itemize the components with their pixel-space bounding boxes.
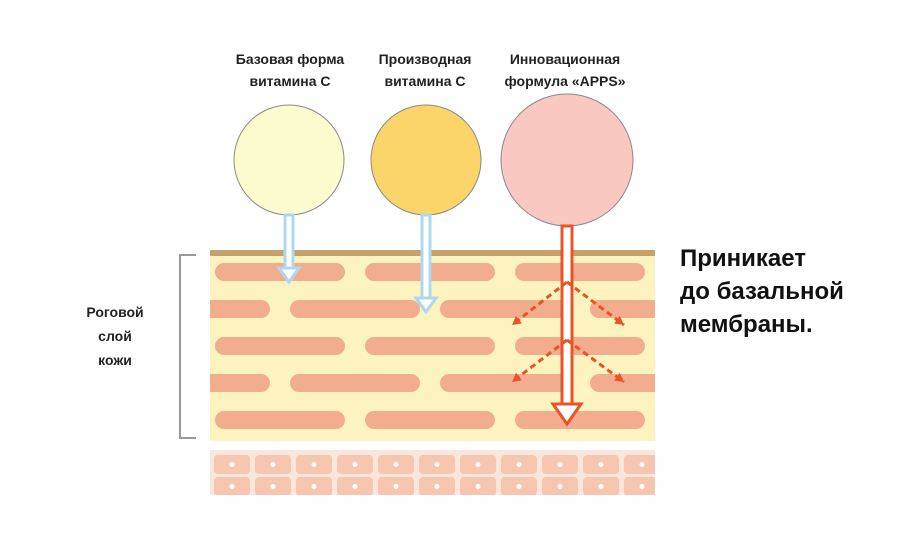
corneocyte (215, 337, 345, 355)
base-vitamin-c-arrow (276, 213, 302, 285)
penetration-result-text: Приникает до базальной мембраны. (680, 245, 844, 338)
corneocyte (590, 374, 655, 392)
corneocyte (665, 337, 795, 355)
corneocyte (515, 263, 645, 281)
corneocyte (210, 300, 270, 318)
cell-nucleus (352, 484, 358, 489)
corneocyte (215, 411, 345, 429)
cell-nucleus (229, 462, 235, 467)
corneocyte (665, 411, 795, 429)
diffusion-arrow-line (566, 338, 625, 384)
apps-penetration-arrow (550, 224, 584, 427)
cell-nucleus (434, 484, 440, 489)
corneocyte (365, 337, 495, 355)
cell-nucleus (516, 462, 522, 467)
corneocyte (290, 300, 420, 318)
corneocyte (665, 263, 795, 281)
diffusion-arrow-head (614, 372, 624, 382)
cell-nucleus (311, 462, 317, 467)
cell-nucleus (434, 462, 440, 467)
cell-nucleus (557, 484, 563, 489)
cell-nucleus (393, 462, 399, 467)
cell-nucleus (393, 484, 399, 489)
base-vitamin-c-circle (233, 104, 345, 216)
cell-nucleus (598, 462, 604, 467)
vitamin-c-derivative-arrow (413, 213, 439, 315)
cell-nucleus (598, 484, 604, 489)
living-cells (214, 455, 655, 495)
corneocyte (365, 411, 495, 429)
diffusion-arrow-line (511, 338, 568, 384)
cell-nucleus (475, 462, 481, 467)
diffusion-arrow-line (511, 280, 568, 327)
corneocyte (210, 374, 270, 392)
cell-nucleus (557, 462, 563, 467)
stratum-corneum-label: Роговой слой кожи (86, 304, 144, 368)
cell-nucleus (352, 462, 358, 467)
cell-nucleus (270, 462, 276, 467)
diffusion-arrow-head (614, 315, 624, 325)
skin-surface-line (210, 250, 655, 256)
corneocyte (515, 411, 645, 429)
corneocyte (290, 374, 420, 392)
corneocyte (215, 263, 345, 281)
corneocyte-rows (210, 263, 795, 429)
cell-nucleus (270, 484, 276, 489)
corneocyte (515, 337, 645, 355)
cell-nucleus (229, 484, 235, 489)
cell-nucleus (311, 484, 317, 489)
corneocyte (440, 300, 570, 318)
skin-layers (210, 250, 795, 495)
diffusion-arrow-head (512, 315, 522, 325)
apps-formula-circle (500, 93, 634, 227)
stratum-corneum-bracket (179, 254, 196, 439)
apps-diffusion-arrows (511, 280, 625, 384)
cell-nucleus (639, 484, 645, 489)
diffusion-arrow-line (566, 280, 625, 327)
corneocyte (440, 374, 570, 392)
vitamin-c-derivative-label: Производная витамина С (378, 51, 472, 89)
apps-formula-label: Инновационная формула «APPS» (504, 51, 626, 89)
diffusion-arrow-head (512, 372, 522, 382)
cell-nucleus (516, 484, 522, 489)
living-cell (624, 477, 655, 495)
vitamin-c-derivative-circle (370, 104, 482, 216)
corneocyte (590, 300, 655, 318)
base-vitamin-c-label: Базовая форма витамина С (235, 51, 345, 89)
cell-nucleus (475, 484, 481, 489)
cell-nucleus (639, 462, 645, 467)
